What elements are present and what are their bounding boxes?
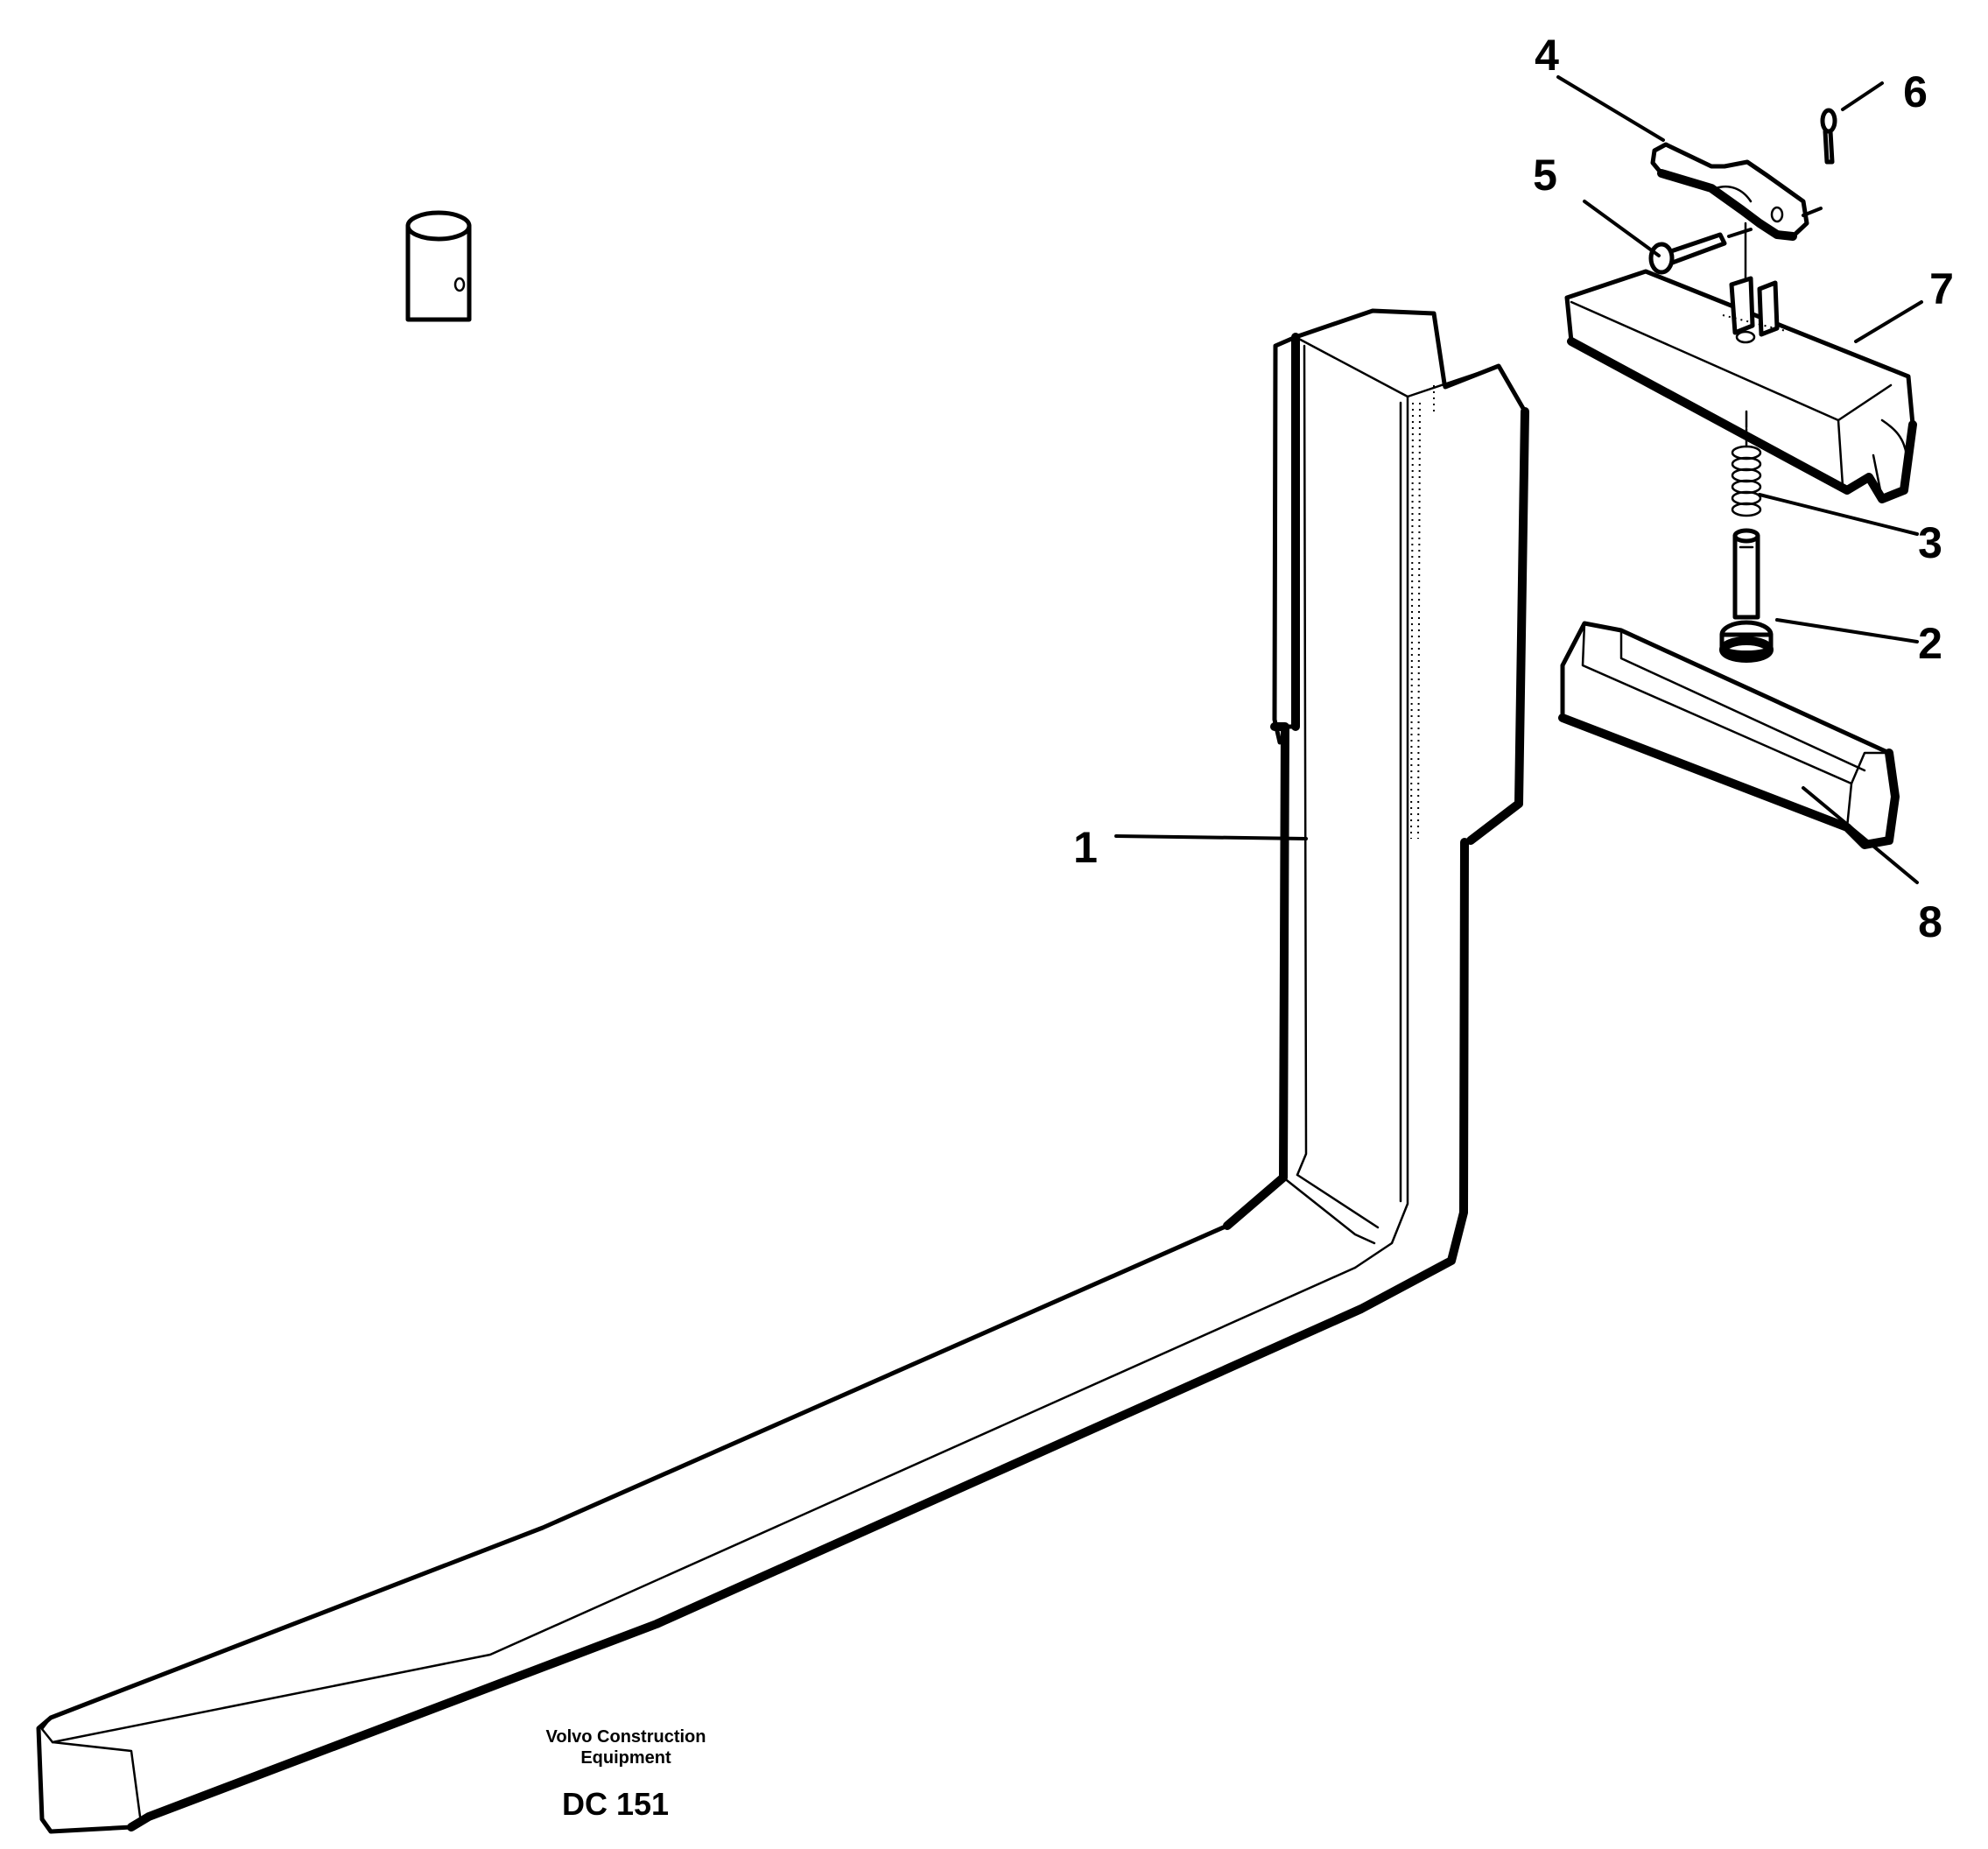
lower-hook <box>1558 621 1900 849</box>
callout-8: 8 <box>1918 897 1942 946</box>
spring <box>1731 427 1762 517</box>
fork-arm <box>36 210 1529 1834</box>
callout-4: 4 <box>1535 31 1559 80</box>
callout-6: 6 <box>1903 67 1928 116</box>
lever <box>1650 142 1809 241</box>
callout-3: 3 <box>1918 518 1942 567</box>
bolt <box>1648 228 1753 275</box>
callout-7: 7 <box>1929 264 1954 313</box>
caption-manufacturer-line2: Equipment <box>580 1748 671 1768</box>
upper-hook <box>1564 269 1917 503</box>
caption-manufacturer: Volvo Construction <box>546 1727 706 1747</box>
diagram-caption: Volvo Construction Equipment DC 151 <box>546 1727 706 1822</box>
locking-pin <box>1719 528 1774 663</box>
leader-lines <box>1114 75 1923 884</box>
callout-5: 5 <box>1533 151 1557 200</box>
cotter-pin <box>1820 108 1837 165</box>
callout-1: 1 <box>1073 823 1098 872</box>
callout-2: 2 <box>1918 619 1942 668</box>
callout-labels: 1 2 3 4 5 6 7 8 <box>1073 31 1954 946</box>
caption-drawing-code: DC 151 <box>562 1786 669 1822</box>
